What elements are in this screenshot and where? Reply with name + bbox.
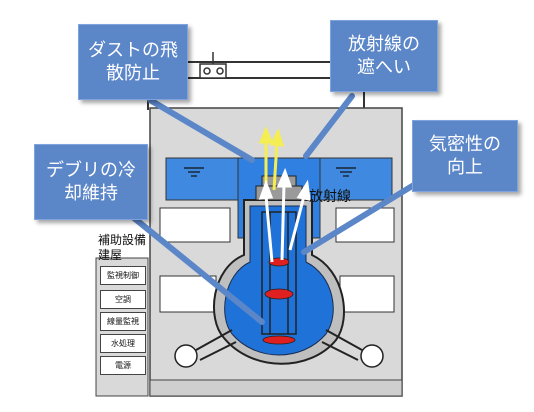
callout-airtightness: 気密性の 向上 — [412, 120, 518, 192]
left-pool-water — [165, 157, 239, 201]
aux-item-air-conditioning: 空調 — [100, 290, 146, 309]
building-floor — [149, 379, 403, 397]
chamber-pipes — [195, 329, 363, 361]
callout-dust-prevention: ダストの飛 散防止 — [78, 24, 188, 100]
callout-radiation-shielding: 放射線の 遮へい — [330, 20, 438, 92]
fuel-debris — [262, 257, 296, 345]
aux-building-label: 補助設備 建屋 — [98, 233, 147, 262]
radiation-label: 放射線 — [309, 189, 351, 205]
suppression-chambers — [174, 344, 384, 368]
aux-item-power-supply: 電源 — [100, 356, 146, 375]
crane-hoist-icon — [199, 52, 227, 79]
aux-item-dose-monitoring: 線量監視 — [100, 312, 146, 331]
aux-item-monitoring-control: 監視制御 — [100, 266, 146, 285]
radiation-arrows-white — [258, 167, 311, 263]
callout-pointers — [131, 93, 425, 325]
aux-item-water-treatment: 水処理 — [100, 334, 146, 353]
callout-debris-cooling: デブリの冷 却維持 — [34, 144, 148, 220]
water-surface-marks — [184, 167, 356, 177]
